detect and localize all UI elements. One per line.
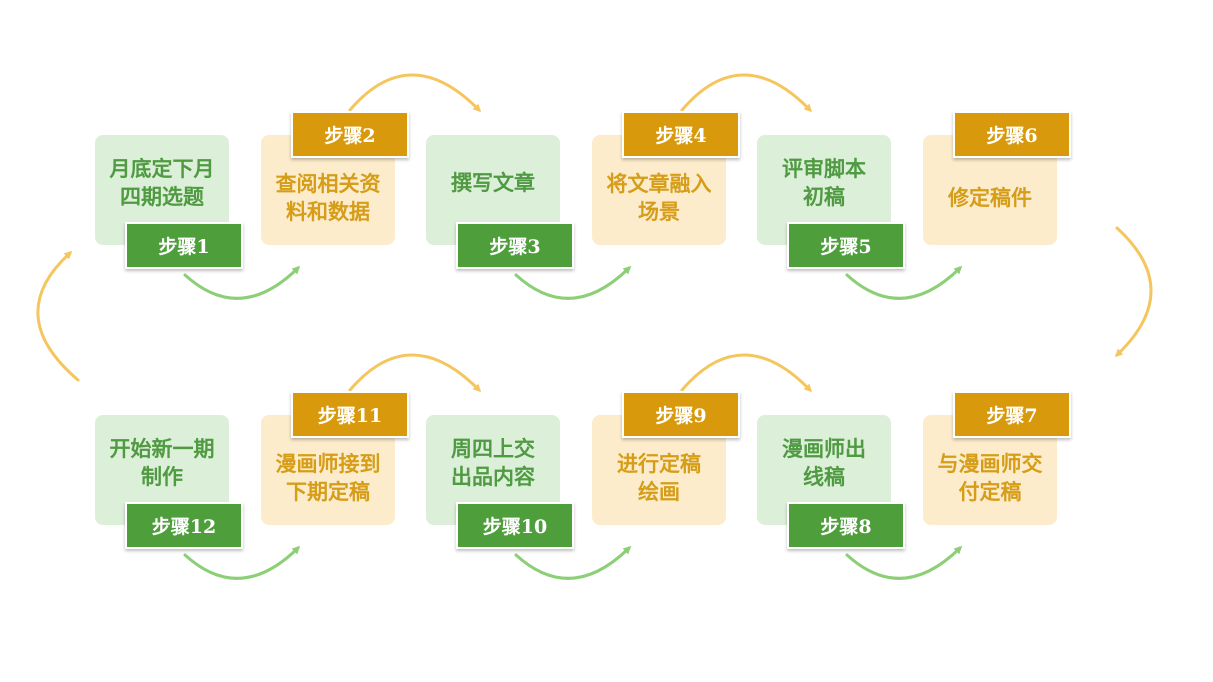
arrow-5-6 [845,265,963,300]
step-4-text-1: 将文章融入 [606,171,712,196]
step-6-label: 步骤6 [953,111,1071,158]
arrow-1-2 [183,265,301,300]
step-4-label: 步骤4 [622,111,740,158]
step-12-label: 步骤12 [125,502,243,549]
step-3-label: 步骤3 [456,222,574,269]
step-11-text-1: 漫画师接到 [275,451,381,476]
arrow-4-5 [680,73,813,113]
step-12-text-2: 制作 [141,464,183,489]
step-12-text-1: 开始新一期 [109,436,215,461]
arrow-3-4 [514,265,632,300]
step-1-text-2: 四期选题 [120,184,204,209]
arrow-9-8 [680,353,813,393]
step-10-text-2: 出品内容 [451,464,535,489]
step-11-label: 步骤11 [291,391,409,438]
arrow-6-7 [1114,226,1153,358]
step-7-label: 步骤7 [953,391,1071,438]
step-8-text-2: 线稿 [803,464,845,489]
step-3-text-1: 撰写文章 [451,170,535,195]
step-4-text-2: 场景 [638,199,680,224]
step-9-text-2: 绘画 [638,479,680,504]
step-6-text-1: 修定稿件 [948,185,1032,210]
step-1-text-1: 月底定下月 [109,156,215,181]
step-5-label: 步骤5 [787,222,905,269]
step-2-label: 步骤2 [291,111,409,158]
step-8-text-1: 漫画师出 [782,436,866,461]
arrow-11-10 [348,353,482,393]
step-5-text-2: 初稿 [803,184,845,209]
step-9-text-1: 进行定稿 [617,451,701,476]
arrow-12-1 [36,250,80,382]
step-9-label: 步骤9 [622,391,740,438]
step-7-text-2: 付定稿 [958,479,1022,504]
arrow-8-7 [845,545,963,580]
step-5-text-1: 评审脚本 [782,156,866,181]
step-2-text-1: 查阅相关资 [275,171,381,196]
step-10-text-1: 周四上交 [451,436,535,461]
step-1-label: 步骤1 [125,222,243,269]
step-11-text-2: 下期定稿 [286,479,370,504]
arrow-12-11 [183,545,301,580]
arrow-2-3 [348,73,482,113]
step-2-text-2: 料和数据 [286,199,370,224]
step-8-label: 步骤8 [787,502,905,549]
arrow-10-9 [514,545,632,580]
step-10-label: 步骤10 [456,502,574,549]
step-7-text-1: 与漫画师交 [937,451,1043,476]
step-3-card: 撰写文章 [426,135,560,245]
